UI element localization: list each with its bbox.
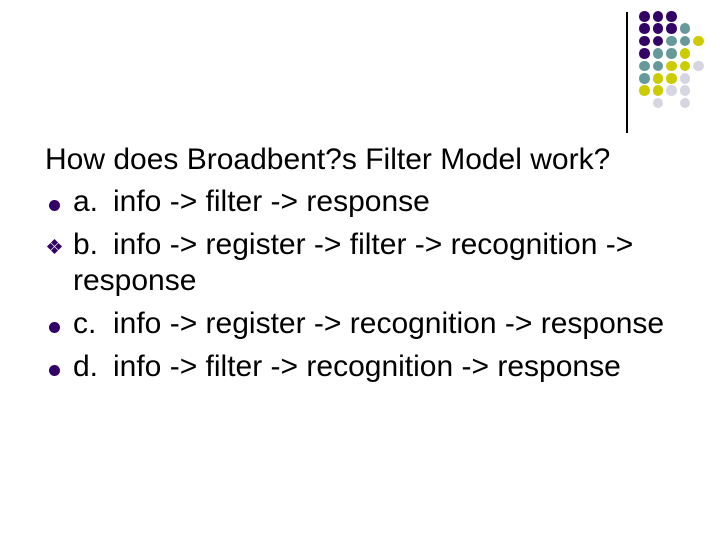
list-item-d: d. info -> filter -> recognition -> respo…: [48, 349, 693, 385]
list-item-a: a. info -> filter -> response: [48, 184, 693, 220]
lavender-dot: [666, 85, 677, 96]
yellow-dot: [652, 85, 663, 96]
vertical-divider-line: [626, 12, 628, 133]
purple-dot: [666, 23, 677, 34]
circle-bullet-icon: [49, 322, 60, 333]
teal-dot: [679, 23, 690, 34]
circle-bullet-icon: [49, 365, 60, 376]
list-item-c: c. info -> register -> recognition -> res…: [48, 306, 693, 342]
option-label: d.: [73, 350, 99, 383]
option-text: info -> register -> filter -> recognitio…: [73, 228, 634, 297]
purple-dot: [639, 11, 650, 22]
option-label: a.: [73, 185, 99, 218]
diamond-bullet-icon: [46, 238, 63, 255]
lavender-dot: [693, 60, 704, 72]
option-label: b.: [73, 228, 99, 261]
slide-title: How does Broadbent?s Filter Model work?: [45, 143, 611, 176]
purple-dot: [652, 23, 663, 34]
purple-dot: [652, 35, 663, 47]
lavender-dot: [652, 97, 663, 109]
option-text: info -> filter -> response: [113, 185, 430, 218]
purple-dot: [666, 11, 677, 22]
teal-dot: [652, 60, 663, 72]
yellow-dot: [666, 60, 677, 72]
teal-dot: [639, 60, 650, 72]
yellow-dot: [639, 85, 650, 96]
dots-pattern: [639, 11, 709, 111]
teal-dot: [652, 48, 663, 59]
option-text: info -> filter -> recognition -> respons…: [113, 350, 621, 383]
circle-bullet-icon: [49, 200, 60, 211]
option-text: info -> register -> recognition -> respo…: [113, 307, 665, 340]
purple-dot: [639, 48, 650, 59]
yellow-dot: [679, 48, 690, 59]
lavender-dot: [679, 73, 690, 84]
lavender-dot: [679, 97, 690, 109]
yellow-dot: [679, 60, 690, 72]
list-item-b: b.info -> register -> filter -> recognit…: [46, 227, 693, 299]
yellow-dot: [666, 73, 677, 84]
teal-dot: [679, 35, 690, 47]
teal-dot: [666, 35, 677, 47]
bullet-list: a.info -> filter -> response b.info -> r…: [46, 184, 693, 385]
teal-dot: [666, 48, 677, 59]
purple-dot: [639, 23, 650, 34]
lavender-dot: [679, 85, 690, 96]
yellow-dot: [693, 35, 704, 47]
purple-dot: [639, 35, 650, 47]
yellow-dot: [652, 73, 663, 84]
purple-dot: [652, 11, 663, 22]
teal-dot: [639, 73, 650, 84]
option-label: c.: [73, 307, 97, 340]
